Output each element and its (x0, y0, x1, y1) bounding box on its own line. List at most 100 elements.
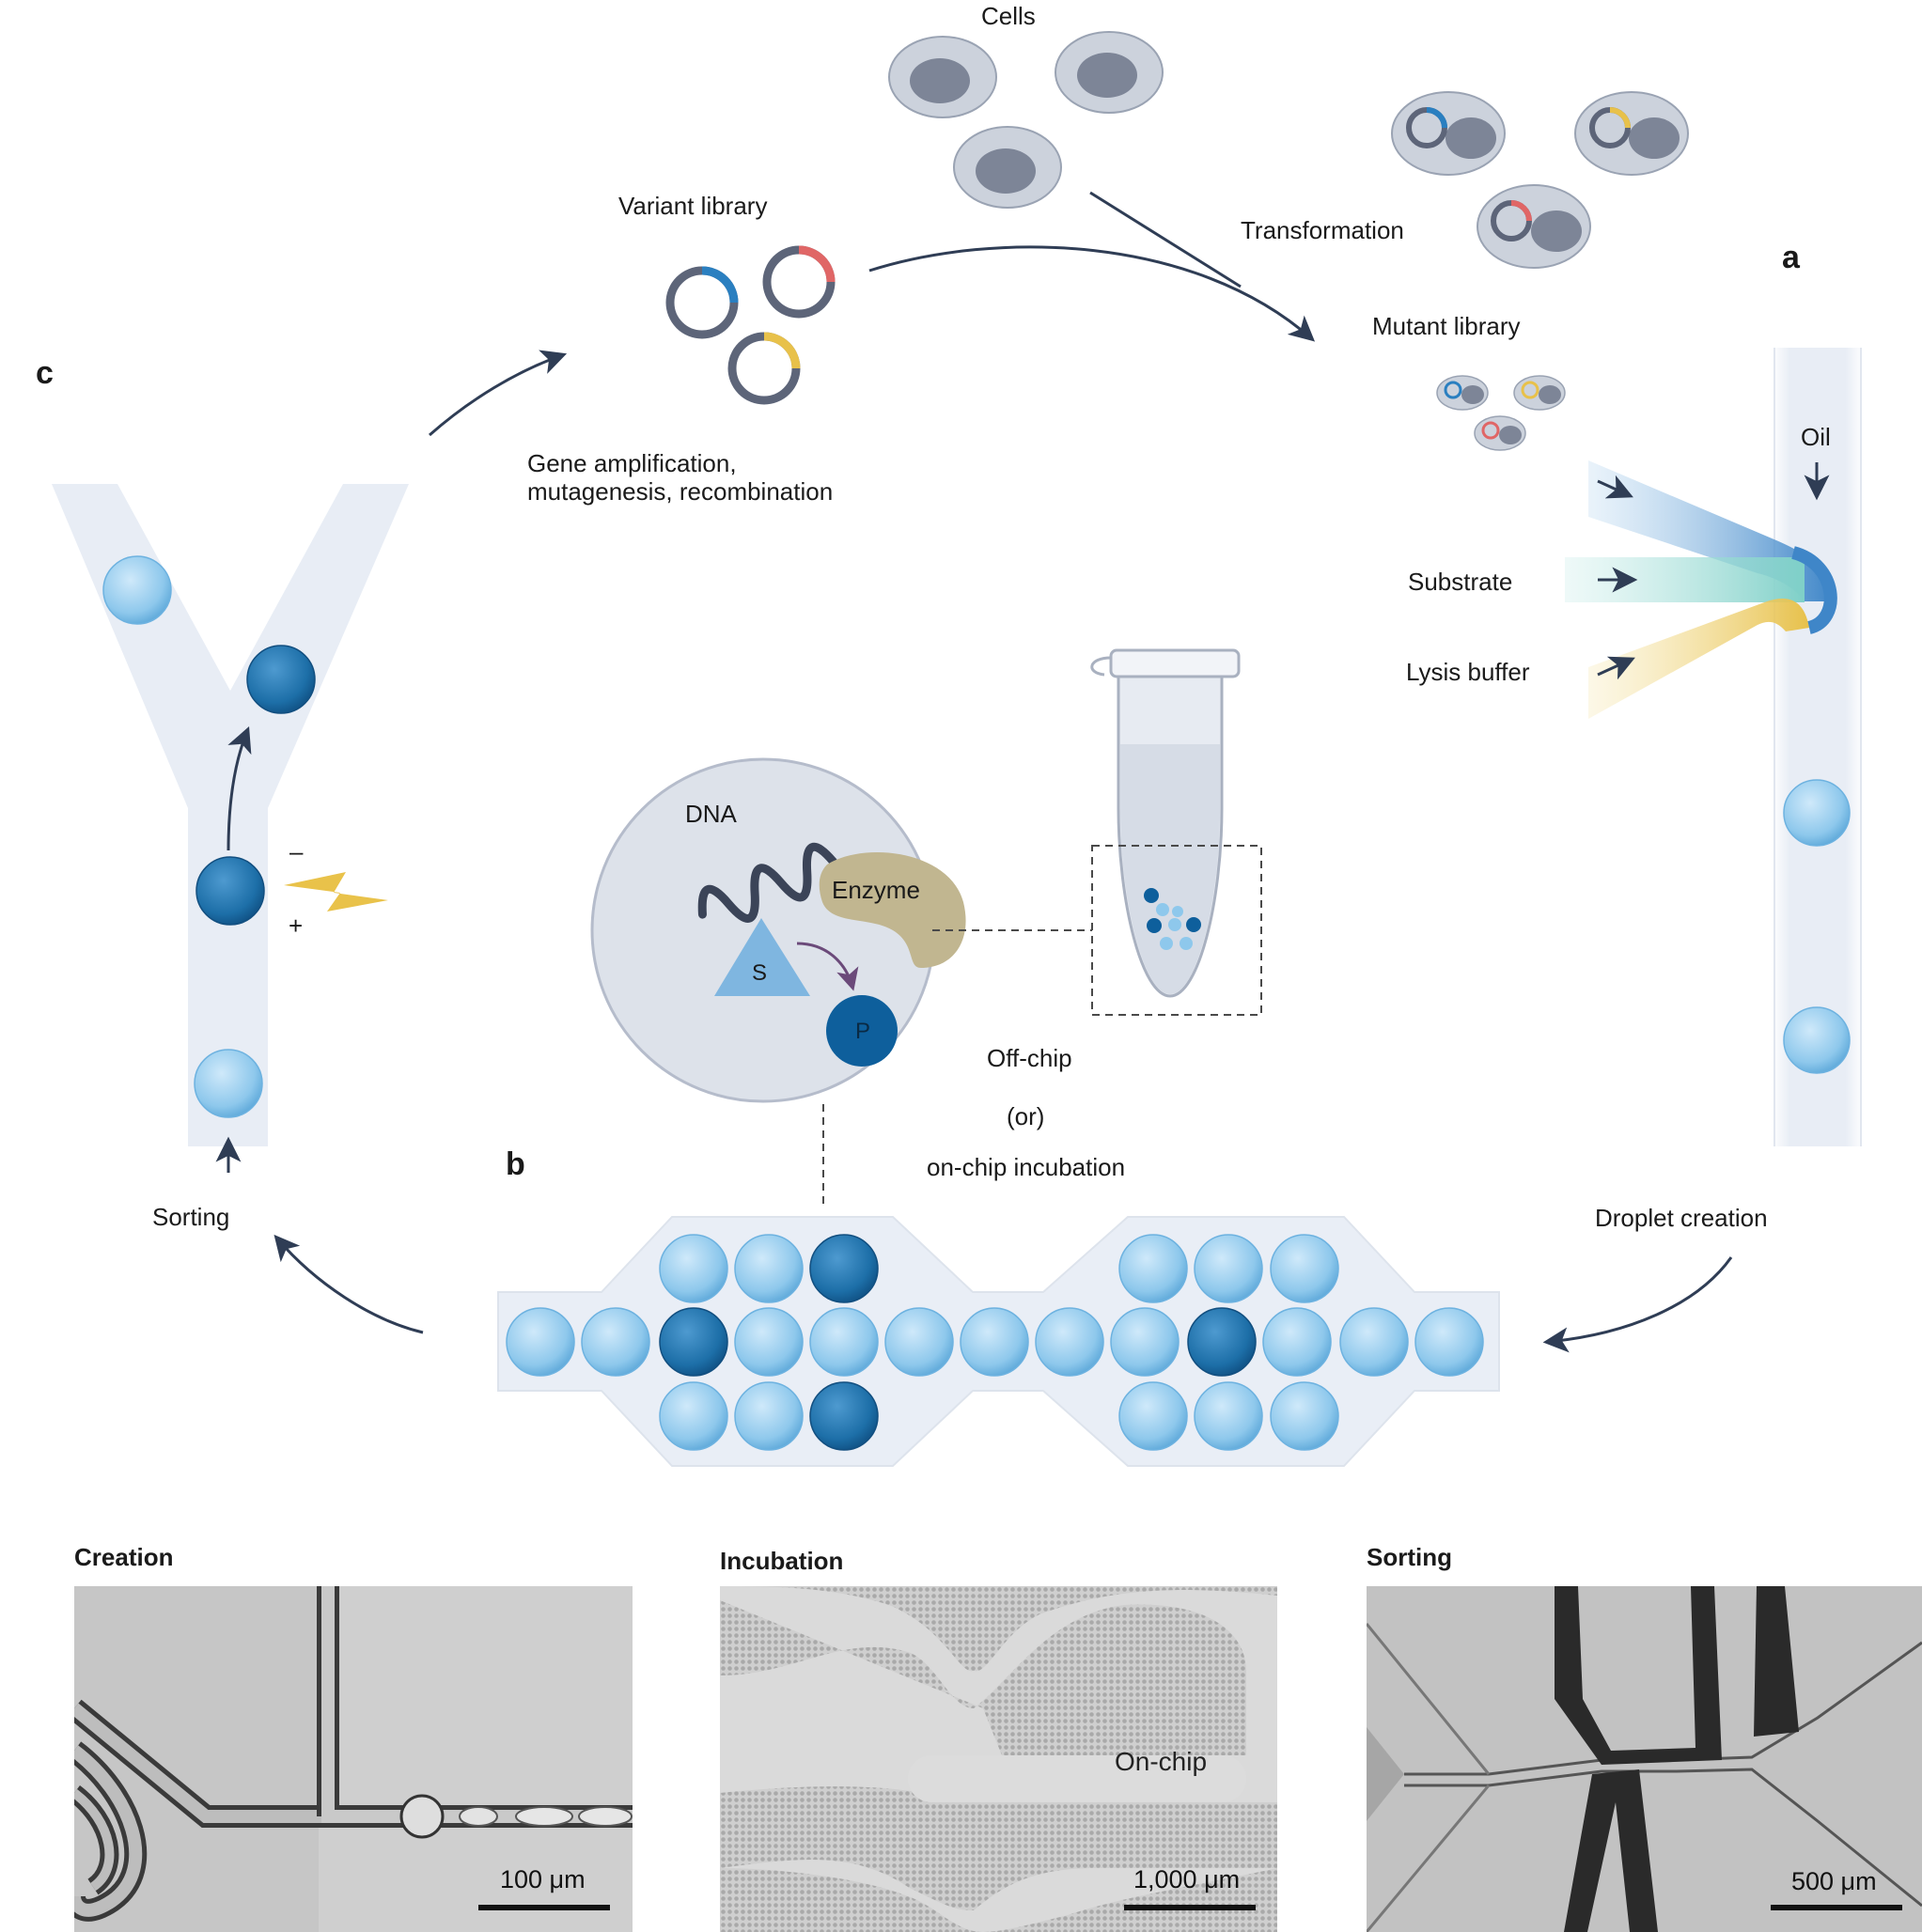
enzyme-shape (819, 852, 966, 968)
sorter-channel (52, 484, 409, 1173)
plasmid-icon (727, 332, 801, 405)
droplet-light (659, 1381, 728, 1451)
incubation-title: Incubation (720, 1547, 844, 1575)
off-chip-label: Off-chip (987, 1044, 1072, 1072)
substrate-label: Substrate (1408, 568, 1513, 596)
plus-label: + (289, 911, 304, 940)
arrow-cells-to-transformation (1089, 191, 1242, 288)
variant-library-plasmids (665, 245, 836, 405)
plasmid-icon (762, 245, 836, 319)
cells-label: Cells (981, 2, 1036, 30)
substrate-s-label: S (752, 960, 768, 986)
cell-icon (1055, 31, 1164, 114)
reaction-arrow (796, 942, 859, 991)
chamber-droplets (506, 1234, 1484, 1451)
droplet-dark (809, 1234, 879, 1303)
droplet-light (1339, 1307, 1409, 1377)
sorting-title: Sorting (1367, 1543, 1452, 1571)
sorting-label: Sorting (152, 1203, 230, 1231)
transformed-cells-group (1391, 91, 1689, 269)
incubation-micrograph: On-chip 1,000 μm (720, 1586, 1277, 1932)
droplet-light (1262, 1307, 1332, 1377)
on-chip-inset-label: On-chip (1115, 1747, 1208, 1776)
mutant-library-group (1436, 375, 1566, 451)
oil-label: Oil (1801, 423, 1831, 451)
enzyme-label: Enzyme (832, 876, 920, 904)
arrow-to-mutant-library (868, 245, 1316, 342)
dna-strand-icon (697, 842, 838, 923)
panel-a-letter: a (1782, 240, 1800, 275)
product-circle (826, 995, 898, 1067)
incubation-scale-label: 1,000 μm (1133, 1865, 1241, 1893)
droplet-light (506, 1307, 575, 1377)
droplet-light (1783, 1006, 1851, 1074)
droplet-dark (246, 645, 316, 714)
droplet-light (1118, 1234, 1188, 1303)
creation-micrograph: 100 μm (74, 1586, 633, 1932)
sort-path-arrow (227, 725, 252, 851)
droplet-light (1270, 1381, 1339, 1451)
droplet-light (581, 1307, 650, 1377)
droplet-light (1783, 779, 1851, 847)
panel-c-letter: c (36, 355, 54, 391)
panel-b-letter: b (506, 1146, 525, 1182)
droplet-light (102, 555, 172, 625)
cell-icon (888, 36, 997, 118)
sorting-scale-bar (1771, 1905, 1902, 1910)
minus-label: – (289, 837, 304, 865)
droplet-dark (659, 1307, 728, 1377)
mutant-library-label: Mutant library (1372, 312, 1521, 340)
droplet-dark (809, 1381, 879, 1451)
mutant-cell-icon (1474, 415, 1526, 451)
sorting-scale-label: 500 μm (1791, 1867, 1877, 1895)
droplet-light (1194, 1381, 1263, 1451)
variant-library-label: Variant library (618, 192, 768, 220)
droplet-light (659, 1234, 728, 1303)
droplet-light (734, 1307, 804, 1377)
droplet-light (1118, 1381, 1188, 1451)
creation-title: Creation (74, 1543, 174, 1571)
sorting-micrograph: 500 μm (1367, 1586, 1922, 1932)
droplet-light (1270, 1234, 1339, 1303)
mutant-cell-icon (1436, 375, 1489, 411)
arrow-to-sorting (273, 1234, 424, 1334)
plasmid-icon (665, 266, 739, 339)
droplet-light (960, 1307, 1029, 1377)
droplet-light (1110, 1307, 1180, 1377)
droplet-dark (1187, 1307, 1257, 1377)
cell-icon (953, 126, 1062, 209)
lysis-buffer-label: Lysis buffer (1406, 658, 1530, 686)
incubation-chamber (497, 1216, 1500, 1467)
droplet-light (734, 1381, 804, 1451)
droplet-light (1194, 1234, 1263, 1303)
product-p-label: P (855, 1019, 871, 1044)
droplet-creation-label: Droplet creation (1595, 1204, 1768, 1232)
droplet-light (884, 1307, 954, 1377)
gene-amp-line1: Gene amplification, (527, 449, 737, 477)
droplet-light (1035, 1307, 1104, 1377)
substrate-triangle (714, 918, 810, 996)
droplet-light (809, 1307, 879, 1377)
droplet-interior (590, 757, 1092, 1206)
workflow-diagram (52, 31, 1864, 1467)
cells-group (888, 31, 1164, 209)
transformed-cell-icon (1391, 91, 1506, 176)
droplet-light (1414, 1307, 1484, 1377)
transformed-cell-icon (1477, 184, 1591, 269)
droplet-light (194, 1049, 263, 1118)
dna-label: DNA (685, 800, 737, 828)
tube-icon (1090, 648, 1262, 1016)
creation-scale-bar (478, 1905, 610, 1910)
droplet-light (734, 1234, 804, 1303)
creation-scale-label: 100 μm (500, 1865, 586, 1893)
transformation-label: Transformation (1241, 216, 1404, 244)
droplet-generator (1565, 348, 1864, 1146)
gene-amp-line2: mutagenesis, recombination (527, 477, 834, 506)
lightning-icon (284, 872, 388, 911)
on-chip-incubation-label: on-chip incubation (927, 1153, 1126, 1181)
droplet-dark (195, 856, 265, 926)
incubation-scale-bar (1124, 1905, 1256, 1910)
flow-arrows (273, 191, 1733, 1353)
arrow-to-variant-library (429, 350, 568, 437)
arrow-to-b-right (1542, 1256, 1733, 1353)
